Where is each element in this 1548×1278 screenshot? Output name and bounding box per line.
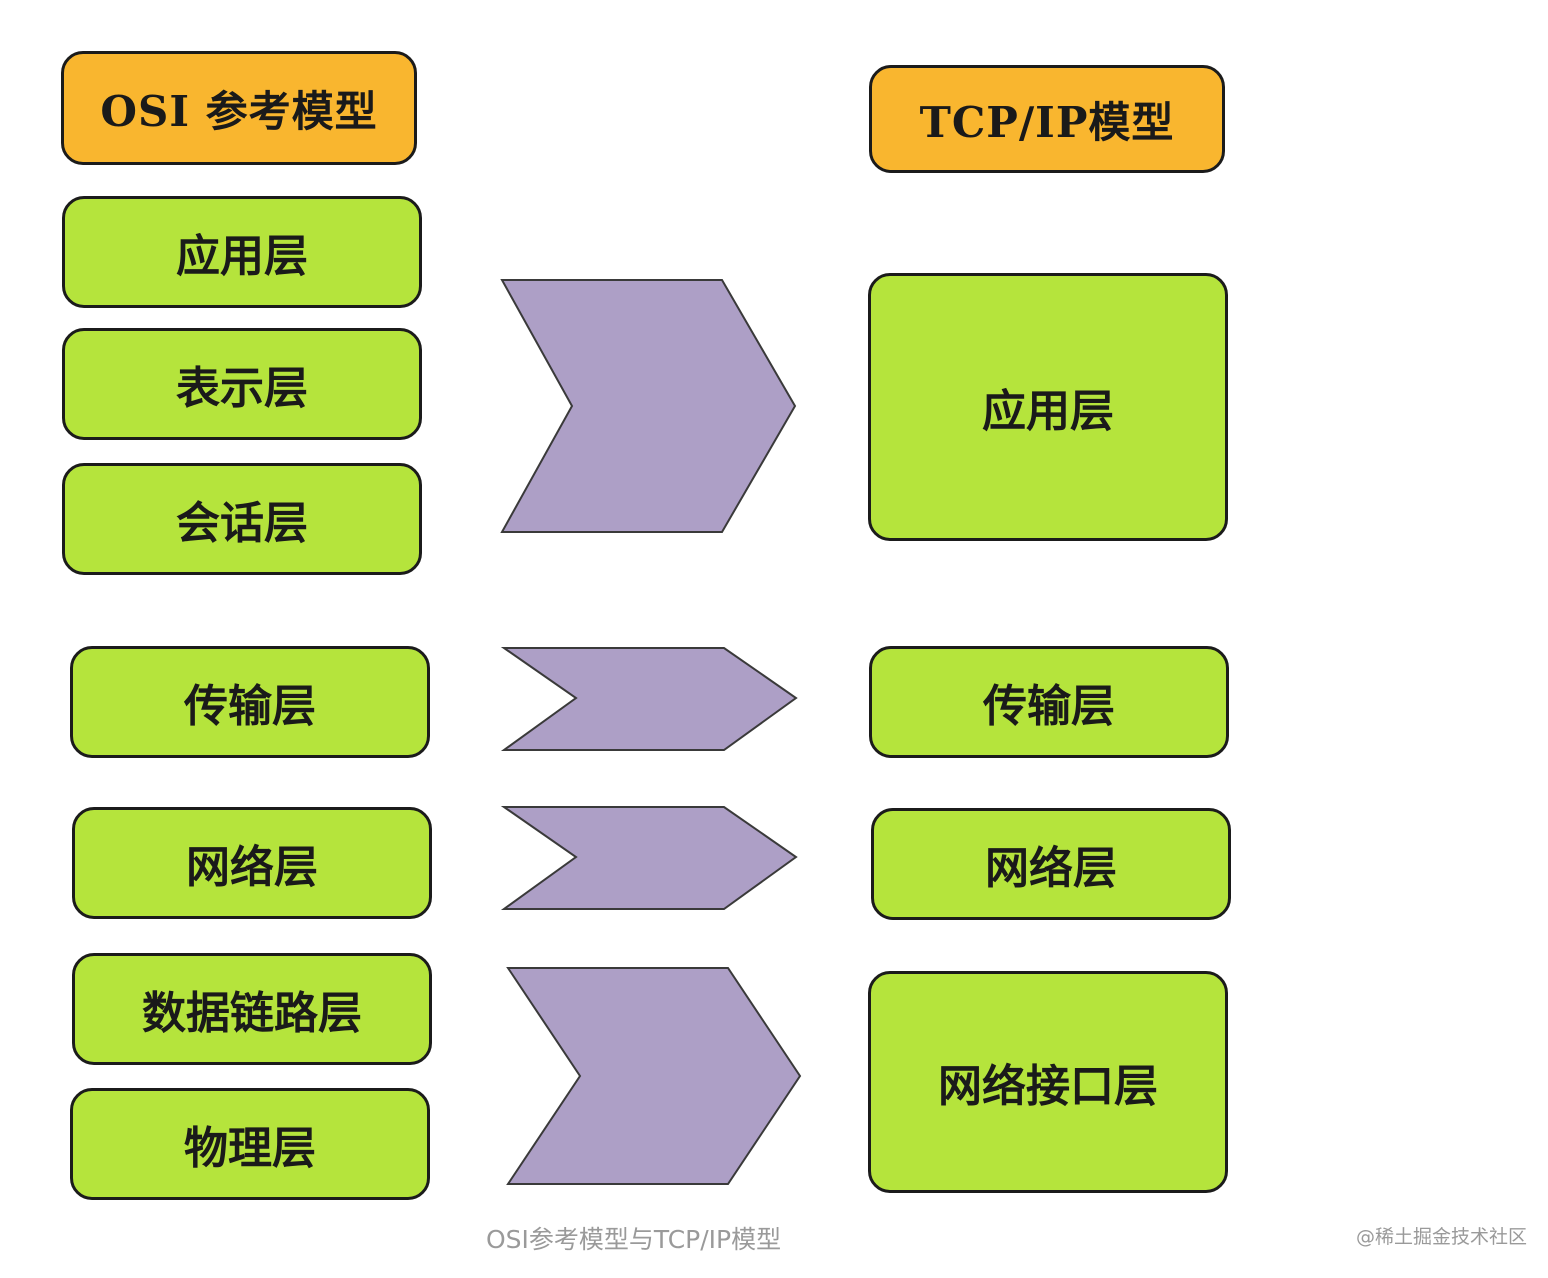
osi-layer-presentation-label: 表示层 xyxy=(176,363,308,414)
osi-model-title: OSI 参考模型 xyxy=(61,51,417,165)
osi-layer-data-link: 数据链路层 xyxy=(72,953,432,1065)
mapping-arrow-upper xyxy=(500,279,797,533)
tcpip-layer-network-interface-label: 网络接口层 xyxy=(938,1061,1158,1112)
figure-caption: OSI参考模型与TCP/IP模型 xyxy=(486,1225,782,1254)
tcpip-model-title: TCP/IP模型 xyxy=(869,65,1225,173)
osi-layer-session-label: 会话层 xyxy=(176,498,308,549)
tcpip-layer-internet-label: 网络层 xyxy=(985,843,1117,894)
mapping-arrow-transport xyxy=(500,647,798,751)
tcpip-layer-transport: 传输层 xyxy=(869,646,1229,758)
tcpip-layer-application: 应用层 xyxy=(868,273,1228,541)
osi-model-title-text: OSI 参考模型 xyxy=(100,86,378,136)
osi-layer-network-label: 网络层 xyxy=(186,842,318,893)
osi-layer-physical: 物理层 xyxy=(70,1088,430,1200)
mapping-arrow-network xyxy=(500,806,798,910)
tcpip-layer-internet: 网络层 xyxy=(871,808,1231,920)
osi-layer-session: 会话层 xyxy=(62,463,422,575)
osi-layer-network: 网络层 xyxy=(72,807,432,919)
osi-layer-application: 应用层 xyxy=(62,196,422,308)
mapping-arrow-lower-shape xyxy=(506,967,802,1185)
source-watermark: @稀土掘金技术社区 xyxy=(1356,1226,1528,1248)
mapping-arrow-transport-shape xyxy=(500,647,798,751)
mapping-arrow-network-shape xyxy=(500,806,798,910)
osi-layer-physical-label: 物理层 xyxy=(184,1123,316,1174)
mapping-arrow-upper-shape xyxy=(500,279,797,533)
osi-layer-data-link-label: 数据链路层 xyxy=(142,988,362,1039)
osi-layer-application-label: 应用层 xyxy=(176,231,308,282)
tcpip-layer-application-label: 应用层 xyxy=(982,386,1114,437)
osi-layer-presentation: 表示层 xyxy=(62,328,422,440)
osi-layer-transport-label: 传输层 xyxy=(184,681,316,732)
tcpip-model-title-text: TCP/IP模型 xyxy=(919,97,1175,147)
mapping-arrow-lower xyxy=(506,967,802,1185)
tcpip-layer-network-interface: 网络接口层 xyxy=(868,971,1228,1193)
osi-layer-transport: 传输层 xyxy=(70,646,430,758)
tcpip-layer-transport-label: 传输层 xyxy=(983,681,1115,732)
